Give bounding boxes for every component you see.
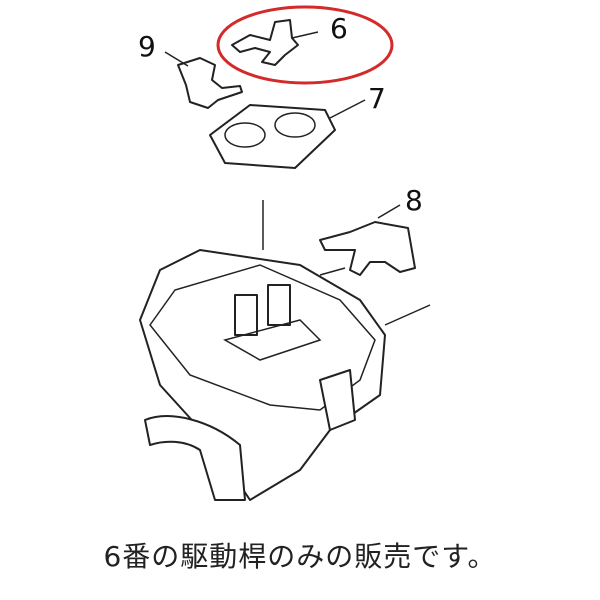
part-8 (319, 204, 416, 276)
part-label-8: 8 (405, 184, 423, 217)
part-6-drive-lever (231, 19, 319, 66)
part-label-6: 6 (330, 12, 348, 45)
shaver-housing (139, 249, 386, 501)
highlight-ellipse (216, 5, 394, 85)
part-label-7: 7 (368, 82, 386, 115)
part-7-rubber-pad (209, 99, 366, 169)
part-9 (164, 51, 243, 109)
part-label-9: 9 (138, 30, 156, 63)
caption: 6番の駆動桿のみの販売です。 (103, 540, 497, 573)
